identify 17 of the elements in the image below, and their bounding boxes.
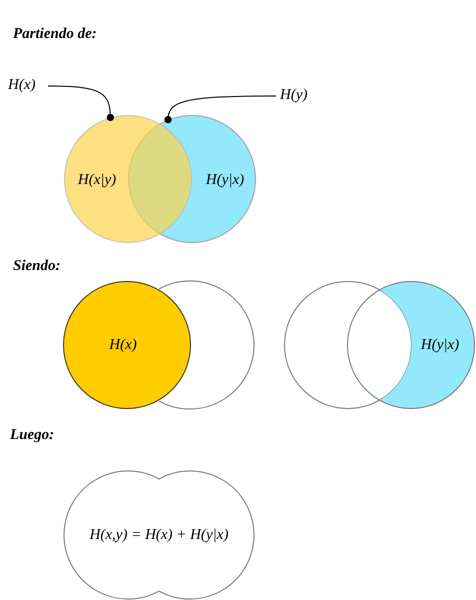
crescent-shape [347, 281, 475, 409]
set-label: H(y|x) [420, 336, 460, 355]
set-label: H(x) [8, 75, 36, 95]
union-shape [64, 471, 254, 599]
section-heading: Partiendo de: [13, 25, 97, 44]
set-circle [64, 115, 192, 243]
set-label: H(y|x) [206, 171, 244, 190]
section-heading: Siendo: [13, 257, 61, 276]
set-label: H(x|y) [78, 171, 116, 190]
leader-line [164, 96, 276, 124]
filled-circle [63, 281, 191, 409]
circle-outline [159, 281, 254, 409]
set-label: H(y) [280, 85, 308, 105]
set-label: H(x) [109, 336, 137, 355]
leader-line [48, 86, 114, 122]
section-heading: Luego: [10, 426, 54, 445]
set-label: H(x,y) = H(x) + H(y|x) [90, 526, 228, 545]
